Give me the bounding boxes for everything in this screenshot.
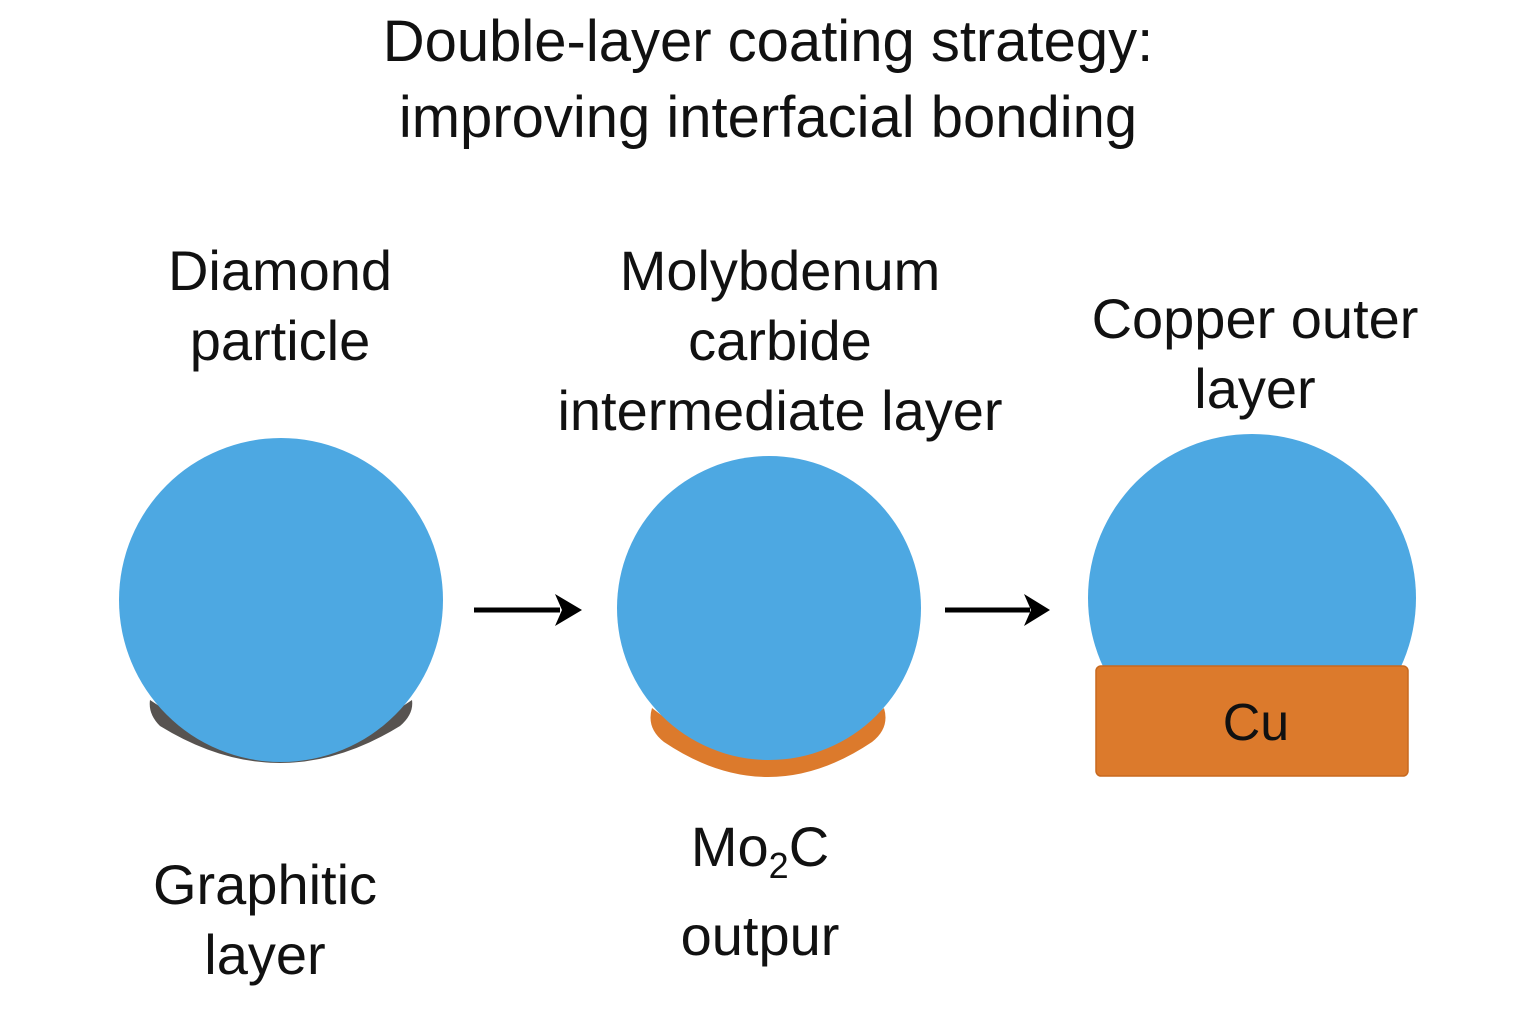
copper-block (1095, 665, 1409, 777)
formula-suffix: C (788, 815, 830, 878)
label-line: layer (1194, 357, 1316, 420)
title-line-1: Double-layer coating strategy: (382, 9, 1154, 74)
mo2c-output-label: Mo2C outpur (560, 812, 960, 971)
copper-label: Cu (1223, 694, 1289, 752)
label-line: particle (189, 309, 371, 372)
label-line: Graphitic (152, 853, 378, 916)
copper-outer-layer-label: Copper outer layer (1055, 284, 1455, 424)
coated-particle-circle (617, 456, 921, 760)
formula-subscript: 2 (768, 845, 789, 886)
label-line: Molybdenum (619, 239, 941, 302)
label-line: outpur (680, 904, 840, 967)
diagram-title: Double-layer coating strategy: improving… (0, 4, 1536, 156)
title-line-2: improving interfacial bonding (398, 85, 1138, 150)
arrow-head-icon (555, 594, 582, 626)
label-line: carbide (688, 309, 872, 372)
arrow-head-icon (1024, 594, 1050, 626)
label-line: layer (204, 923, 326, 986)
label-line: Diamond (167, 239, 393, 302)
molybdenum-carbide-label: Molybdenum carbide intermediate layer (480, 236, 1080, 446)
diamond-particle-label: Diamond particle (80, 236, 480, 376)
mo2c-layer-shape (650, 708, 886, 777)
graphitic-layer-label: Graphitic layer (65, 850, 465, 990)
label-line: Copper outer (1091, 287, 1419, 350)
arrow-1-to-2 (474, 594, 582, 626)
label-line: intermediate layer (557, 379, 1003, 442)
mo2c-formula: Mo2C (560, 812, 960, 901)
arrow-2-to-3 (945, 594, 1050, 626)
diamond-particle-circle (119, 438, 443, 762)
formula-base: Mo (690, 815, 769, 878)
